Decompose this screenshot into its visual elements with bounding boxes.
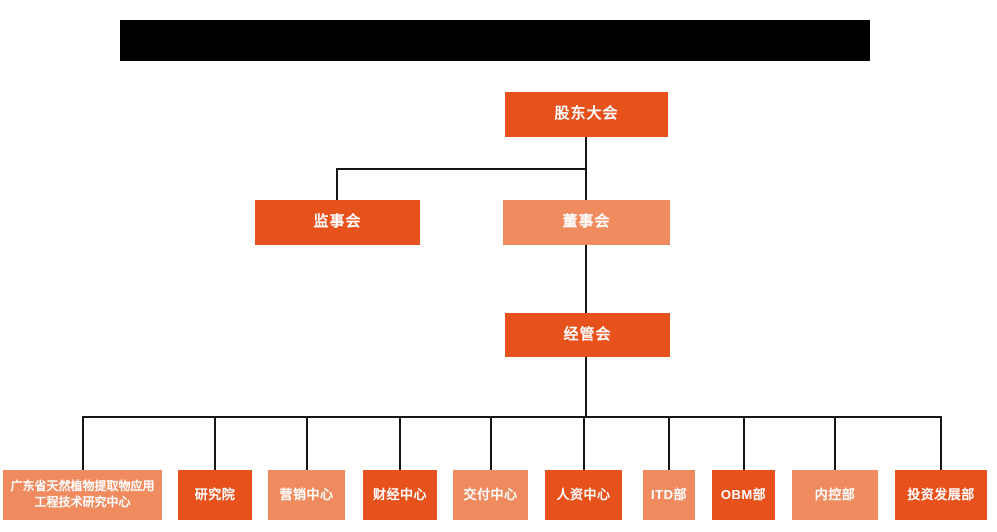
connector-line [583, 416, 585, 470]
node-label: OBM部 [720, 486, 767, 502]
connector-line [306, 416, 308, 470]
node-label: 交付中心 [463, 486, 518, 502]
node-management-committee: 经管会 [505, 313, 670, 357]
node-label: 营销中心 [279, 486, 334, 502]
node-department: 交付中心 [453, 470, 528, 520]
node-label: 内控部 [814, 486, 856, 502]
node-label: 人资中心 [556, 486, 611, 502]
node-board-of-directors: 董事会 [503, 200, 670, 245]
node-department: 内控部 [792, 470, 878, 520]
connector-line [940, 416, 942, 470]
connector-line [490, 416, 492, 470]
connector-line [743, 416, 745, 470]
node-label: 研究院 [194, 486, 236, 502]
node-label: 经管会 [563, 325, 612, 343]
node-department: 财经中心 [363, 470, 437, 520]
node-department: OBM部 [712, 470, 775, 520]
connector-line [336, 168, 338, 200]
node-department: 研究院 [178, 470, 252, 520]
node-label: ITD部 [651, 486, 687, 502]
node-department: ITD部 [643, 470, 695, 520]
node-label: 董事会 [562, 213, 611, 231]
connector-line [82, 416, 942, 418]
node-department: 人资中心 [545, 470, 622, 520]
node-department: 营销中心 [268, 470, 345, 520]
node-department: 投资发展部 [895, 470, 987, 520]
connector-line [214, 416, 216, 470]
connector-line [668, 416, 670, 470]
node-label: 广东省天然植物提取物应用工程技术研究中心 [10, 479, 155, 509]
node-department: 广东省天然植物提取物应用工程技术研究中心 [3, 470, 162, 520]
node-label: 监事会 [313, 213, 362, 231]
node-supervisory-board: 监事会 [255, 200, 420, 245]
redacted-title-bar [120, 20, 870, 61]
connector-line [585, 357, 587, 417]
node-label: 投资发展部 [907, 486, 975, 502]
connector-line [834, 416, 836, 470]
node-label: 股东大会 [554, 105, 619, 123]
node-label: 财经中心 [372, 486, 427, 502]
connector-line [585, 245, 587, 313]
connector-line [336, 168, 587, 170]
connector-line [82, 416, 84, 470]
connector-line [399, 416, 401, 470]
node-shareholders-meeting: 股东大会 [505, 92, 668, 137]
